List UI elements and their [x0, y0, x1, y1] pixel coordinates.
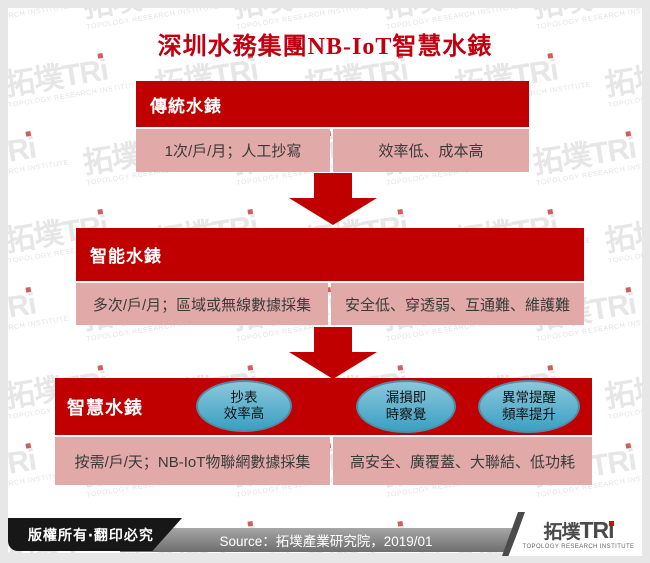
cell-intelligent-frequency: 按需/戶/天；NB-IoT物聯網數據採集	[55, 437, 330, 485]
source-bar: Source：拓墣產業研究院，2019/01	[120, 528, 532, 552]
section-row-intelligent: 按需/戶/天；NB-IoT物聯網數據採集 高安全、廣覆蓋、大聯結、低功耗	[55, 437, 592, 485]
cell-smart-frequency: 多次/戶/月；區域或無線數據採集	[76, 283, 328, 325]
down-arrow-icon	[289, 173, 377, 225]
tri-logo: 拓墣 TRi TOPOLOGY RESEARCH INSTITUTE	[508, 512, 642, 556]
benefit-bubble-anomaly-alert: 異常提醒 頻率提升	[478, 380, 580, 433]
section-row-traditional: 1次/戶/月；人工抄寫 效率低、成本高	[136, 129, 529, 172]
arrow-stem	[314, 173, 352, 198]
cell-intelligent-advantage: 高安全、廣覆蓋、大聯結、低功耗	[333, 437, 592, 485]
arrow-stem	[314, 327, 352, 352]
section-header-intelligent: 智慧水錶	[67, 397, 143, 418]
bubble-line: 抄表	[230, 389, 258, 405]
tri-logo-red-dot-icon	[608, 520, 614, 526]
cell-traditional-drawback: 效率低、成本高	[333, 129, 529, 172]
page-title: 深圳水務集團NB-IoT智慧水錶	[157, 34, 493, 60]
copyright-notice: 版權所有‧翻印必究	[8, 518, 182, 551]
tri-logo-latin: TRi	[579, 516, 614, 543]
tri-logo-subtitle: TOPOLOGY RESEARCH INSTITUTE	[522, 543, 635, 550]
down-arrow-icon	[289, 327, 377, 379]
arrow-head	[289, 352, 377, 379]
section-header-smart: 智能水錶	[76, 228, 584, 281]
section-row-smart: 多次/戶/月；區域或無線數據採集 安全低、穿透弱、互通難、維護難	[76, 283, 584, 325]
tri-logo-wordmark: 拓墣 TRi	[543, 516, 614, 543]
tri-logo-latin-text: TRi	[579, 516, 614, 543]
benefit-bubble-leak-detection: 漏損即 時察覺	[356, 380, 456, 433]
tri-logo-chinese: 拓墣	[543, 521, 580, 543]
bubble-line: 漏損即	[385, 390, 427, 406]
bubble-line: 異常提醒	[502, 390, 556, 406]
bubble-line: 效率高	[223, 406, 265, 421]
benefit-bubble-reading-efficiency: 抄表 效率高	[196, 380, 292, 432]
cell-traditional-frequency: 1次/戶/月；人工抄寫	[136, 129, 330, 172]
arrow-head	[289, 198, 377, 225]
cell-smart-drawback: 安全低、穿透弱、互通難、維護難	[331, 283, 584, 325]
bubble-line: 時察覺	[385, 406, 427, 422]
section-header-traditional: 傳統水錶	[136, 81, 529, 127]
bubble-line: 頻率提升	[502, 406, 556, 422]
